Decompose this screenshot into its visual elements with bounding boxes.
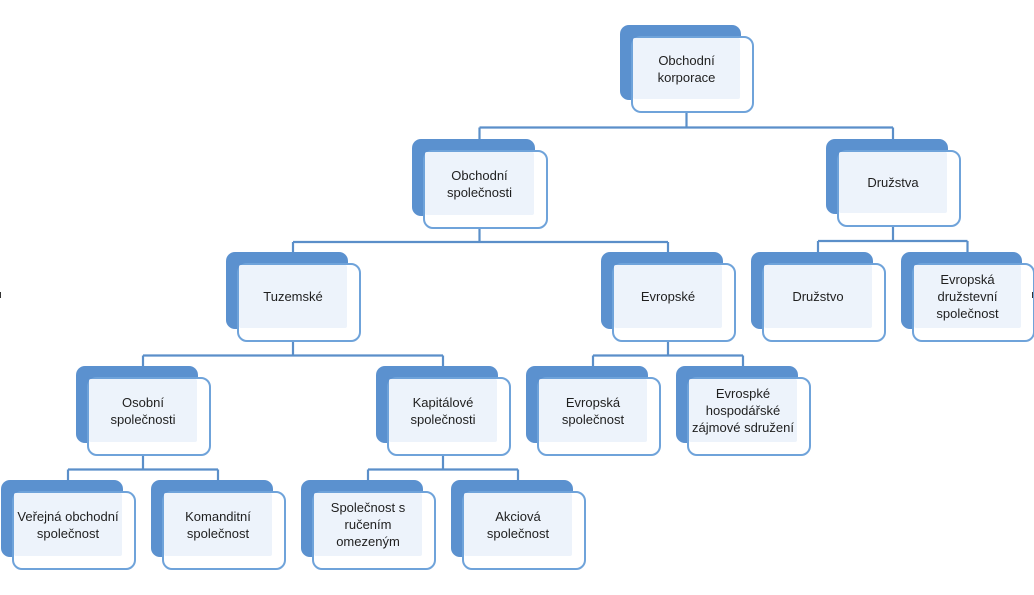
node-label-druzstva: Družstva <box>867 175 919 190</box>
node-inner-fill <box>764 265 872 328</box>
node-label-obchodni-spolecnosti: Obchodní společnosti <box>446 167 513 200</box>
connector-druzstva <box>816 226 969 252</box>
connector-lines <box>66 112 969 480</box>
right-edge-tick <box>1032 292 1033 298</box>
node-kapitalove-spolecnosti <box>376 366 511 456</box>
node-label-tuzemske: Tuzemské <box>263 289 323 304</box>
node-osobni-spolecnosti <box>76 366 211 456</box>
node-evropske <box>601 252 736 342</box>
connector-obchodni-korporace <box>478 112 895 139</box>
node-inner-fill <box>539 379 647 442</box>
node-boxes <box>1 25 1034 570</box>
connector-obchodni-spolecnosti <box>291 228 670 252</box>
node-inner-fill <box>14 493 122 556</box>
node-obchodni-korporace <box>620 25 754 113</box>
node-label-spolecnost-s-rucenim-omezenym: Společnost s ručením omezeným <box>330 500 406 549</box>
node-label-druzstvo: Družstvo <box>792 289 844 304</box>
node-inner-fill <box>614 265 722 328</box>
connector-tuzemske <box>141 341 445 366</box>
node-label-evropska-druzstevni-spolecnost: Evropská družstevní společnost <box>936 272 999 321</box>
node-inner-fill <box>314 493 422 556</box>
node-label-obchodni-korporace: Obchodní korporace <box>657 52 716 85</box>
node-inner-fill <box>89 379 197 442</box>
node-akciova-spolecnost <box>451 480 586 570</box>
node-inner-fill <box>839 152 947 213</box>
node-inner-fill <box>914 265 1021 328</box>
node-druzstva <box>826 139 961 227</box>
node-label-evropske-hospodarske-zajmove-sdruzeni: Evrospké hospodářské zájmové sdružení <box>692 386 794 435</box>
node-verejna-obchodni-spolecnost <box>1 480 136 570</box>
node-label-akciova-spolecnost: Akciová společnost <box>486 508 550 541</box>
node-evropske-hospodarske-zajmove-sdruzeni <box>676 366 811 456</box>
node-inner-fill <box>389 379 497 442</box>
connector-kapitalove-spolecnosti <box>366 455 520 480</box>
node-label-evropske: Evropské <box>640 289 696 304</box>
node-label-verejna-obchodni-spolecnost: Veřejná obchodní společnost <box>17 508 119 541</box>
connector-evropske <box>591 341 745 366</box>
node-tuzemske <box>226 252 361 342</box>
node-label-evropska-spolecnost: Evropská společnost <box>561 394 625 427</box>
node-evropska-spolecnost <box>526 366 661 456</box>
node-label-kapitalove-spolecnosti: Kapitálové společnosti <box>410 394 476 427</box>
left-edge-tick <box>0 292 1 298</box>
node-inner-fill <box>425 152 534 215</box>
node-komanditni-spolecnost <box>151 480 286 570</box>
node-obchodni-spolecnosti <box>412 139 548 229</box>
node-inner-fill <box>239 265 347 328</box>
node-inner-fill <box>464 493 572 556</box>
node-label-osobni-spolecnosti: Osobní společnosti <box>110 394 176 427</box>
node-inner-fill <box>633 38 740 99</box>
node-spolecnost-s-rucenim-omezenym <box>301 480 436 570</box>
node-inner-fill <box>164 493 272 556</box>
node-inner-fill <box>689 379 797 442</box>
node-label-komanditni-spolecnost: Komanditní společnost <box>185 508 251 541</box>
node-druzstvo <box>751 252 886 342</box>
node-evropska-druzstevni-spolecnost <box>901 252 1034 342</box>
connector-osobni-spolecnosti <box>66 455 220 480</box>
